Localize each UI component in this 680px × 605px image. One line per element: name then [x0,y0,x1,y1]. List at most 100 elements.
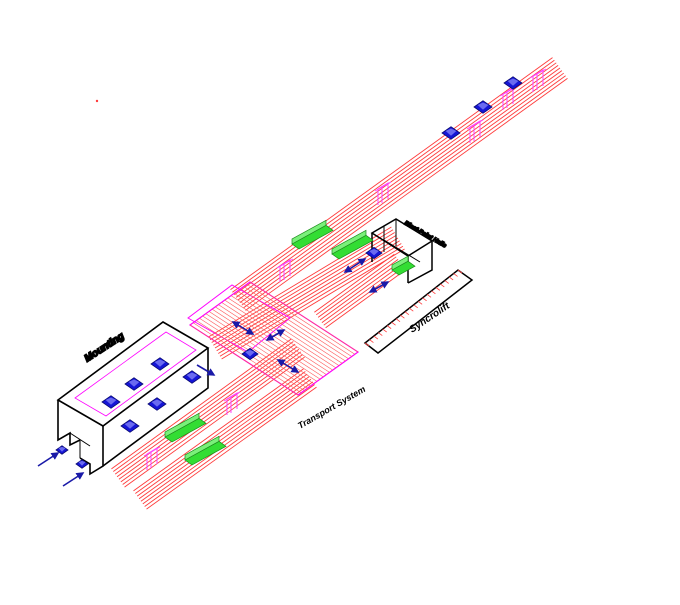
syncrolift-hatch-line [444,280,449,284]
syncrolift-hatch-line [453,273,458,277]
green-ship-sections [164,219,416,466]
platform-hatch-line [189,324,299,396]
syncrolift-hatch-line [386,325,392,329]
crane-icon [529,68,547,92]
syncrolift-hatch-line [404,311,410,316]
syncrolift-hatch-line [413,304,418,309]
rail-line [146,386,317,510]
green-ship-section [331,229,374,260]
rail-line [124,356,305,488]
blue-ship-sections [55,76,523,469]
rail-line [118,348,300,480]
syncrolift-hatch-line [417,300,423,305]
blue-ship-section [101,395,121,409]
blue-ship-section [150,357,170,371]
platform-hatch-line [240,288,349,360]
rail-line [113,341,294,472]
mounting-building: Mounting [56,321,210,476]
blue-ship-section [441,126,461,140]
platform-hatch-line [234,293,343,364]
blue-ship-section [365,246,383,260]
marker-dot [95,99,99,103]
rail-line [111,338,292,470]
rail-line [323,266,405,326]
rail-line [116,346,298,478]
rail-line [133,368,304,492]
arrow-icon [196,364,216,376]
syncrolift-structure: Syncrolift [363,269,474,354]
blue-ship-section [120,419,140,433]
syncrolift-hatch-line [364,342,370,347]
rail-line [122,354,303,485]
rail-line [314,253,395,313]
platform-hatch-line [246,284,356,355]
rail-line [325,269,406,329]
rail-line [241,72,565,306]
syncrolift-hatch-line [457,269,463,274]
rail-line [237,67,561,301]
crane-icon [374,181,392,205]
rail-line [321,264,403,323]
syncrolift-hatch-line [409,307,414,312]
rail-line [142,381,314,505]
arrow-icon [276,359,300,373]
rail-line [138,376,310,500]
rail-line [230,57,553,290]
blue-ship-section [55,445,69,455]
blue-ship-section [503,76,523,90]
platform-hatch-line [211,308,321,380]
arrow-icon [343,258,367,273]
blue-ship-section [124,377,144,391]
rail-line [317,259,399,318]
blue-ship-section [182,370,202,384]
syncrolift-hatch-line [426,294,432,298]
blue-ship-section [473,100,493,114]
green-ship-section [184,435,227,466]
crane-icon [466,119,484,143]
syncrolift-hatch-line [400,314,405,319]
syncrolift-hatch-line [369,339,374,343]
rail-line [219,245,404,357]
arrow-icon [368,281,390,293]
rail-line [239,70,563,303]
rail-line [232,59,555,293]
syncrolift-hatch-line [373,335,379,340]
platform-hatch-line [243,286,352,357]
syncrolift-hatch-line [391,321,396,326]
syncrolift-hatch-line [435,287,441,291]
rail-line [120,351,302,483]
crane-icon [499,86,517,110]
rail-line [233,62,557,296]
blue-ship-section [241,347,259,361]
arrow-icon [37,452,60,467]
rail-line [221,248,405,360]
rail-line [319,261,401,321]
green-ship-section [391,255,416,276]
transport-system-label: Transport System [296,384,367,431]
arrow-icon [265,329,286,341]
syncrolift-hatch-line [448,276,454,281]
crane-icon [223,391,241,415]
rail-line [144,384,315,507]
mounting-label: Mounting [83,331,127,365]
rail-line [136,373,308,497]
transport-arrows [37,258,390,487]
blue-ship-section [75,459,89,469]
platform-hatch-line [215,306,324,378]
blue-ship-section [147,397,167,411]
rail-line [315,256,397,316]
rail-line [218,243,402,354]
rail-line [114,343,296,475]
rail-line [235,65,559,298]
platform-hatch-line [202,315,311,387]
rail-tracks [111,57,568,510]
platform-hatch-line [237,290,346,362]
syncrolift-hatch-line [440,283,445,288]
syncrolift-hatch-line [378,332,383,336]
syncrolift-hatch-line [431,290,436,295]
crane-icon [143,446,161,470]
syncrolift-hatch-line [395,318,401,322]
crane-icon [276,258,294,282]
rail-line [245,78,568,311]
